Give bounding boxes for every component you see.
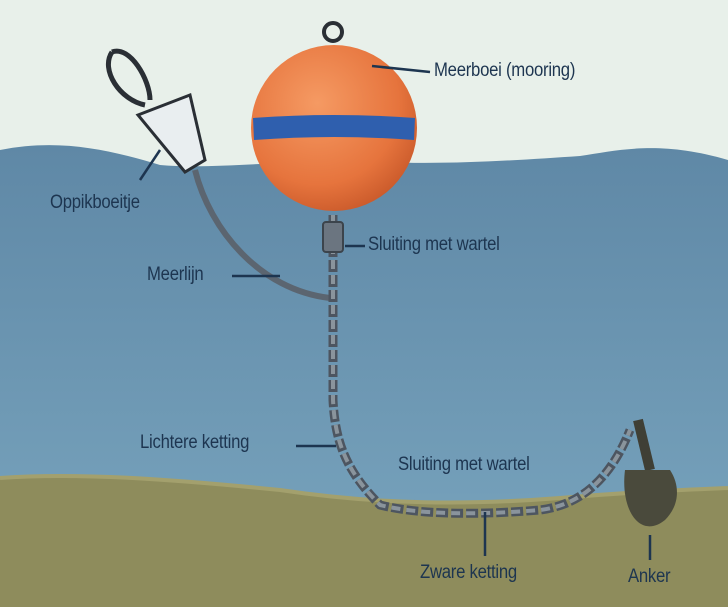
leader-lines bbox=[138, 64, 652, 560]
label-mooring-line: Meerlijn bbox=[147, 264, 204, 285]
mooring-buoy bbox=[251, 21, 417, 211]
label-heavy-chain: Zware ketting bbox=[420, 562, 517, 583]
label-mooring-buoy: Meerboei (mooring) bbox=[434, 60, 576, 81]
label-lighter-chain: Lichtere ketting bbox=[140, 432, 250, 453]
swivel-top bbox=[322, 221, 344, 253]
label-pickup-buoy: Oppikboeitje bbox=[50, 192, 140, 213]
label-anchor: Anker bbox=[628, 566, 671, 587]
mooring-line bbox=[192, 169, 331, 301]
pickup-buoy bbox=[105, 48, 207, 174]
label-shackle-swivel-top: Sluiting met wartel bbox=[368, 234, 500, 255]
label-shackle-swivel-bottom: Sluiting met wartel bbox=[398, 454, 530, 475]
anchor bbox=[624, 418, 677, 527]
